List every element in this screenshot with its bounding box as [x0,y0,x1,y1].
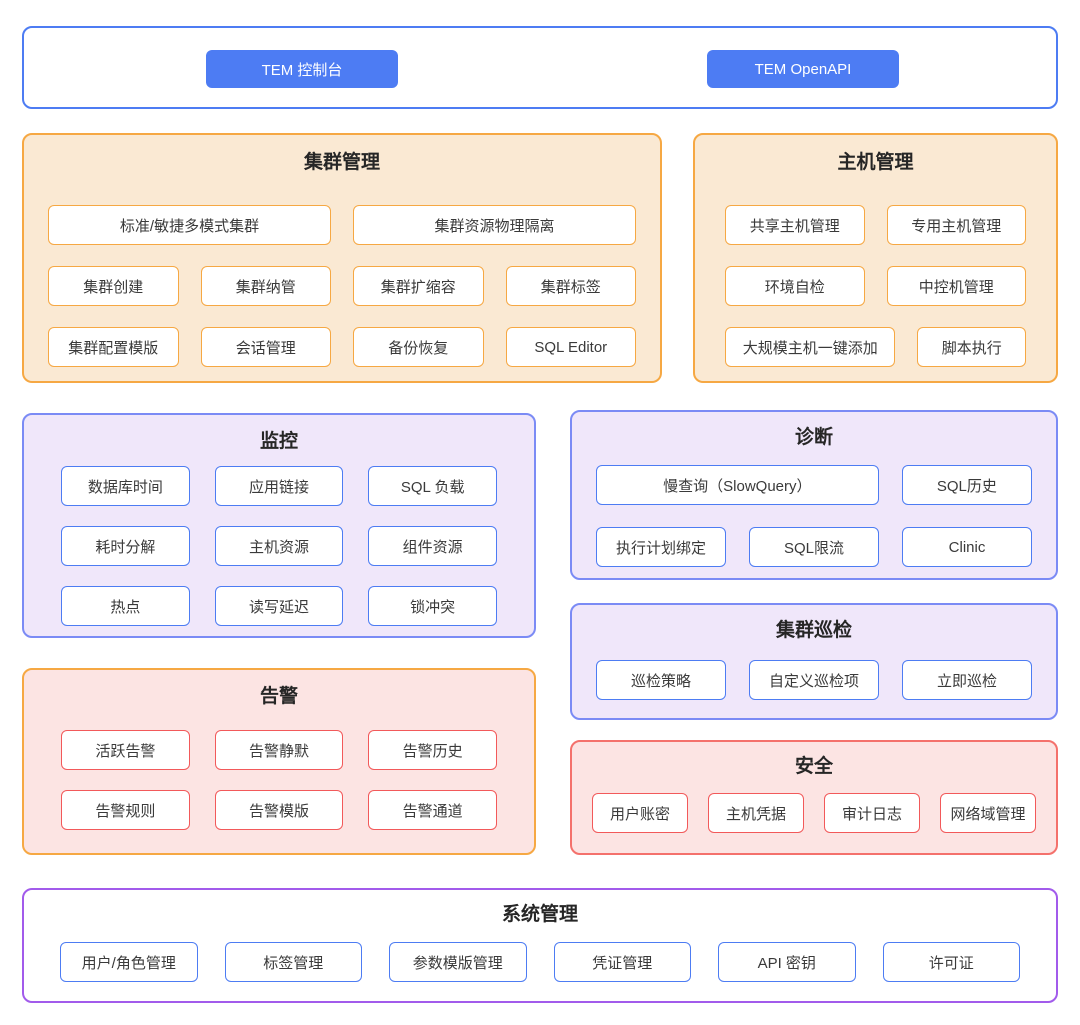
feature-box: 告警历史 [368,730,497,770]
feature-row: 标准/敏捷多模式集群集群资源物理隔离 [48,205,636,245]
feature-box: 中控机管理 [886,266,1026,306]
feature-box: 脚本执行 [917,327,1026,367]
feature-box: 网络域管理 [940,793,1036,833]
feature-box: 许可证 [882,942,1020,982]
feature-box: 读写延迟 [214,586,344,626]
section-title-system-management: 系统管理 [501,904,578,925]
feature-box: 主机凭据 [708,793,804,833]
feature-box: SQL 负载 [368,466,497,506]
feature-row: 慢查询（SlowQuery） SQL历史 [596,465,1032,505]
feature-box: 集群资源物理隔离 [353,205,636,245]
feature-box: 热点 [61,586,190,626]
feature-box: 耗时分解 [61,526,190,566]
feature-row: 共享主机管理专用主机管理 [725,205,1026,245]
feature-box: SQL Editor [505,327,636,367]
section-body: 用户/角色管理标签管理参数模版管理凭证管理 API 密钥许可证 [60,942,1020,982]
feature-box: Clinic [902,527,1032,567]
feature-box: 用户/角色管理 [60,942,198,982]
feature-row: 环境自检中控机管理 [725,266,1026,306]
section-security: 安全用户账密主机凭据审计日志网络域管理 [570,740,1058,855]
feature-box: 活跃告警 [61,730,190,770]
feature-box: 自定义巡检项 [749,660,879,700]
tem-console-button[interactable]: TEM 控制台 [206,50,398,88]
feature-box: 告警规则 [61,790,190,830]
section-title-security: 安全 [794,756,833,777]
feature-box: 告警通道 [368,790,497,830]
feature-box: 备份恢复 [353,327,484,367]
feature-box: 集群配置模版 [48,327,179,367]
feature-box: 告警模版 [214,790,344,830]
feature-box: 慢查询（SlowQuery） [596,465,879,505]
section-title-monitoring: 监控 [259,431,298,452]
feature-box: 标签管理 [224,942,362,982]
feature-row: 用户账密主机凭据审计日志网络域管理 [592,793,1036,833]
feature-row: 巡检策略自定义巡检项立即巡检 [596,660,1032,700]
section-title-cluster-inspection: 集群巡检 [775,620,852,641]
feature-box: 锁冲突 [368,586,497,626]
feature-row: 执行计划绑定 SQL限流 Clinic [596,527,1032,567]
feature-box: 主机资源 [214,526,344,566]
feature-box: 参数模版管理 [389,942,527,982]
feature-box: 共享主机管理 [725,205,865,245]
section-cluster-inspection: 集群巡检巡检策略自定义巡检项立即巡检 [570,603,1058,720]
feature-box: 集群扩缩容 [353,266,484,306]
section-cluster-management: 集群管理标准/敏捷多模式集群集群资源物理隔离集群创建集群纳管集群扩缩容集群标签集… [22,133,662,383]
section-diagnosis: 诊断慢查询（SlowQuery） SQL历史执行计划绑定 SQL限流 Clinic [570,410,1058,580]
feature-box: 数据库时间 [61,466,190,506]
section-body: 巡检策略自定义巡检项立即巡检 [596,660,1032,700]
feature-row: 活跃告警告警静默告警历史 [61,730,497,770]
section-alerts: 告警活跃告警告警静默告警历史告警规则告警模版告警通道 [22,668,536,855]
feature-box: 巡检策略 [596,660,726,700]
feature-box: 集群标签 [505,266,636,306]
tem-openapi-button[interactable]: TEM OpenAPI [707,50,899,88]
section-body: 共享主机管理专用主机管理环境自检中控机管理大规模主机一键添加脚本执行 [725,205,1026,367]
section-host-management: 主机管理共享主机管理专用主机管理环境自检中控机管理大规模主机一键添加脚本执行 [693,133,1058,383]
feature-box: 告警静默 [214,730,344,770]
feature-box: SQL限流 [749,527,879,567]
feature-box: 集群创建 [48,266,179,306]
section-title-diagnosis: 诊断 [794,427,833,448]
feature-box: SQL历史 [901,465,1032,505]
feature-row: 告警规则告警模版告警通道 [61,790,497,830]
section-body: 用户账密主机凭据审计日志网络域管理 [592,793,1036,833]
feature-box: 凭证管理 [553,942,691,982]
entry-points-container: TEM 控制台 TEM OpenAPI [22,26,1058,109]
feature-box: 审计日志 [824,793,920,833]
section-body: 慢查询（SlowQuery） SQL历史执行计划绑定 SQL限流 Clinic [596,465,1032,567]
feature-box: 大规模主机一键添加 [725,327,896,367]
section-body: 标准/敏捷多模式集群集群资源物理隔离集群创建集群纳管集群扩缩容集群标签集群配置模… [48,205,636,367]
feature-box: 会话管理 [200,327,331,367]
feature-box: 用户账密 [592,793,688,833]
feature-box: API 密钥 [718,942,856,982]
section-title-cluster-management: 集群管理 [303,152,380,173]
feature-row: 数据库时间应用链接 SQL 负载 [61,466,497,506]
feature-row: 大规模主机一键添加脚本执行 [725,327,1026,367]
section-system-management: 系统管理用户/角色管理标签管理参数模版管理凭证管理 API 密钥许可证 [22,888,1058,1003]
feature-box: 标准/敏捷多模式集群 [48,205,331,245]
feature-box: 环境自检 [725,266,865,306]
feature-row: 集群创建集群纳管集群扩缩容集群标签 [48,266,636,306]
feature-row: 集群配置模版会话管理备份恢复 SQL Editor [48,327,636,367]
section-body: 活跃告警告警静默告警历史告警规则告警模版告警通道 [61,730,497,830]
feature-box: 专用主机管理 [886,205,1026,245]
feature-box: 立即巡检 [902,660,1032,700]
feature-row: 耗时分解主机资源组件资源 [61,526,497,566]
feature-box: 应用链接 [214,466,344,506]
section-title-alerts: 告警 [259,686,298,707]
feature-box: 集群纳管 [200,266,331,306]
feature-box: 组件资源 [368,526,497,566]
feature-box: 执行计划绑定 [596,527,726,567]
feature-row: 热点读写延迟锁冲突 [61,586,497,626]
section-title-host-management: 主机管理 [837,152,914,173]
feature-row: 用户/角色管理标签管理参数模版管理凭证管理 API 密钥许可证 [60,942,1020,982]
